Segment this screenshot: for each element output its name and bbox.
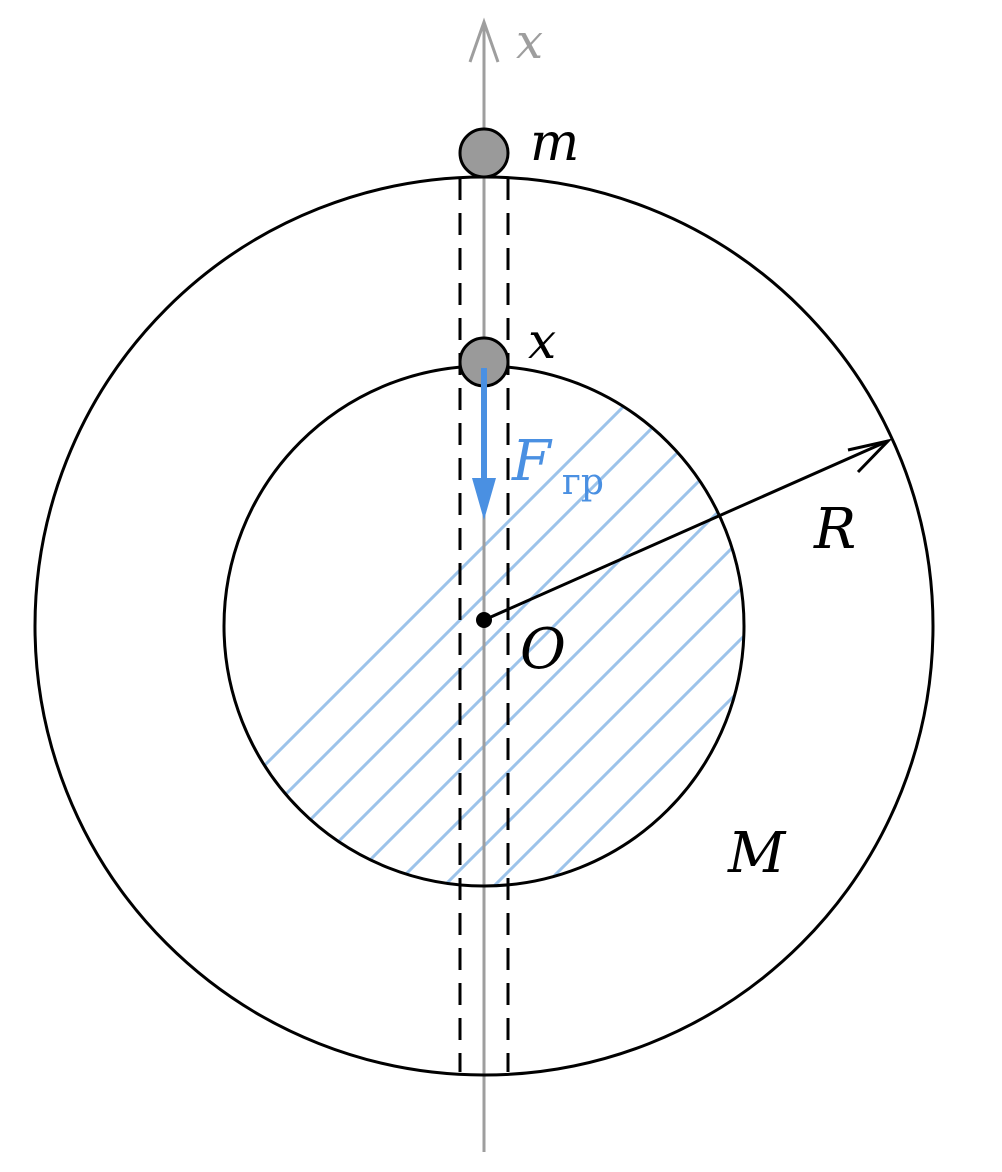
radius-label: R — [813, 497, 856, 562]
axis-label: x — [516, 14, 543, 70]
center-point — [476, 612, 492, 628]
position-label: x — [528, 312, 556, 370]
radius-line — [483, 439, 889, 622]
mass-at-surface — [458, 127, 510, 179]
small-mass-label: m — [530, 113, 579, 173]
x-axis-arrowhead — [468, 17, 500, 63]
force-subscript: гр — [562, 462, 604, 503]
center-label: O — [520, 617, 566, 682]
gravity-force-arrowhead — [472, 478, 496, 520]
planet-mass-label: M — [727, 821, 787, 886]
radius-arrowhead — [847, 438, 893, 474]
force-label: F — [511, 429, 553, 494]
